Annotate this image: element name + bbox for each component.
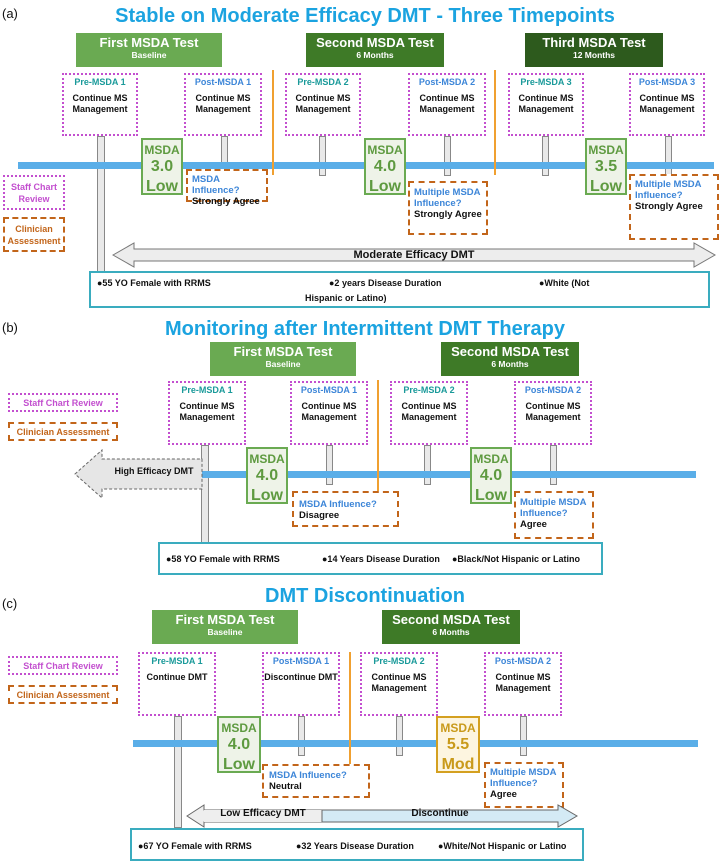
panel-label: (c)	[2, 596, 18, 611]
post-msda-3-box: Post-MSDA 3 Continue MS Management	[629, 73, 705, 136]
msda-influence-box: MSDA Influence? Neutral	[262, 764, 370, 798]
pre-msda-2-box: Pre-MSDA 2 Continue MS Management	[285, 73, 361, 136]
msda-influence-box: Multiple MSDA Influence? Agree	[484, 762, 564, 808]
panel-title: Monitoring after Intermittent DMT Therap…	[165, 318, 565, 340]
staff-chart-review-legend: Staff Chart Review	[3, 175, 65, 210]
post-msda-1-box: Post-MSDA 1 Discontinue DMT	[262, 652, 340, 716]
msda-score-box: MSDA 4.0 Low	[470, 447, 512, 504]
msda-influence-box: MSDA Influence? Strongly Agree	[186, 169, 268, 207]
post-msda-2-box: Post-MSDA 2 Continue MS Management	[408, 73, 486, 136]
timeline-stem	[97, 136, 105, 272]
second-msda-test: Second MSDA Test 6 Months	[441, 342, 579, 376]
low-efficacy-dmt-label: Low Efficacy DMT	[220, 808, 306, 819]
panel-title: Stable on Moderate Efficacy DMT - Three …	[115, 5, 615, 27]
post-msda-1-box: Post-MSDA 1 Continue MS Management	[290, 381, 368, 445]
msda-test-marker-line	[377, 380, 379, 495]
timeline-stem	[326, 445, 333, 485]
panel-title: DMT Discontinuation	[265, 585, 465, 607]
first-msda-test: First MSDA Test Baseline	[76, 33, 222, 67]
post-msda-2-box: Post-MSDA 2 Continue MS Management	[514, 381, 592, 445]
msda-score-box: MSDA 4.0 Low	[246, 447, 288, 504]
msda-test-marker-line	[272, 70, 274, 175]
msda-test-marker-line	[349, 652, 351, 768]
timeline-stem	[319, 136, 326, 176]
timeline-stem	[542, 136, 549, 176]
msda-influence-box: MSDA Influence? Disagree	[292, 491, 399, 527]
msda-score-box: MSDA 3.5 Low	[585, 138, 627, 195]
msda-influence-box: Multiple MSDA Influence? Strongly Agree	[408, 181, 488, 235]
timeline-stem	[665, 136, 672, 176]
pre-msda-2-box: Pre-MSDA 2 Continue MS Management	[360, 652, 438, 716]
panel-label: (a)	[2, 6, 18, 21]
msda-influence-box: Multiple MSDA Influence? Agree	[514, 491, 594, 539]
first-msda-test: First MSDA Test Baseline	[210, 342, 356, 376]
moderate-efficacy-dmt-arrow	[112, 242, 716, 268]
pre-msda-1-box: Pre-MSDA 1 Continue MS Management	[168, 381, 246, 445]
post-msda-1-box: Post-MSDA 1 Continue MS Management	[184, 73, 262, 136]
msda-score-box: MSDA 5.5 Mod	[436, 716, 480, 773]
timeline-bar	[133, 740, 698, 747]
second-msda-test: Second MSDA Test 6 Months	[382, 610, 520, 644]
second-msda-test: Second MSDA Test 6 Months	[306, 33, 444, 67]
pre-msda-1-box: Pre-MSDA 1 Continue MS Management	[62, 73, 138, 136]
timeline-bar	[182, 471, 696, 478]
msda-test-marker-line	[494, 70, 496, 175]
timeline-stem	[174, 716, 182, 828]
panel-label: (b)	[2, 320, 18, 335]
clinician-assessment-legend: Clinician Assessment	[8, 685, 118, 704]
timeline-stem	[396, 716, 403, 756]
therapy-label: Moderate Efficacy DMT	[353, 249, 475, 261]
msda-score-box: MSDA 4.0 Low	[217, 716, 261, 773]
discontinue-label: Discontinue	[411, 808, 469, 819]
msda-score-box: MSDA 4.0 Low	[364, 138, 406, 195]
clinician-assessment-legend: Clinician Assessment	[3, 217, 65, 252]
high-efficacy-dmt-arrow	[74, 449, 203, 499]
pre-msda-2-box: Pre-MSDA 2 Continue MS Management	[390, 381, 468, 445]
msda-score-box: MSDA 3.0 Low	[141, 138, 183, 195]
staff-chart-review-legend: Staff Chart Review	[8, 393, 118, 412]
therapy-label: High Efficacy DMT	[114, 466, 194, 476]
timeline-stem	[298, 716, 305, 756]
post-msda-2-box: Post-MSDA 2 Continue MS Management	[484, 652, 562, 716]
patient-info-box: ●58 YO Female with RRMS ●14 Years Diseas…	[158, 542, 603, 575]
msda-influence-box: Multiple MSDA Influence? Strongly Agree	[629, 174, 719, 240]
staff-chart-review-legend: Staff Chart Review	[8, 656, 118, 675]
pre-msda-3-box: Pre-MSDA 3 Continue MS Management	[508, 73, 584, 136]
patient-info-box: ●55 YO Female with RRMS ●2 years Disease…	[89, 271, 710, 308]
dmt-discontinuation-arrow	[186, 804, 578, 828]
timeline-stem	[550, 445, 557, 485]
patient-info-box: ●67 YO Female with RRMS ●32 Years Diseas…	[130, 828, 584, 861]
third-msda-test: Third MSDA Test 12 Months	[525, 33, 663, 67]
timeline-stem	[424, 445, 431, 485]
timeline-stem	[520, 716, 527, 756]
clinician-assessment-legend: Clinician Assessment	[8, 422, 118, 441]
first-msda-test: First MSDA Test Baseline	[152, 610, 298, 644]
pre-msda-1-box: Pre-MSDA 1 Continue DMT	[138, 652, 216, 716]
timeline-stem	[444, 136, 451, 176]
